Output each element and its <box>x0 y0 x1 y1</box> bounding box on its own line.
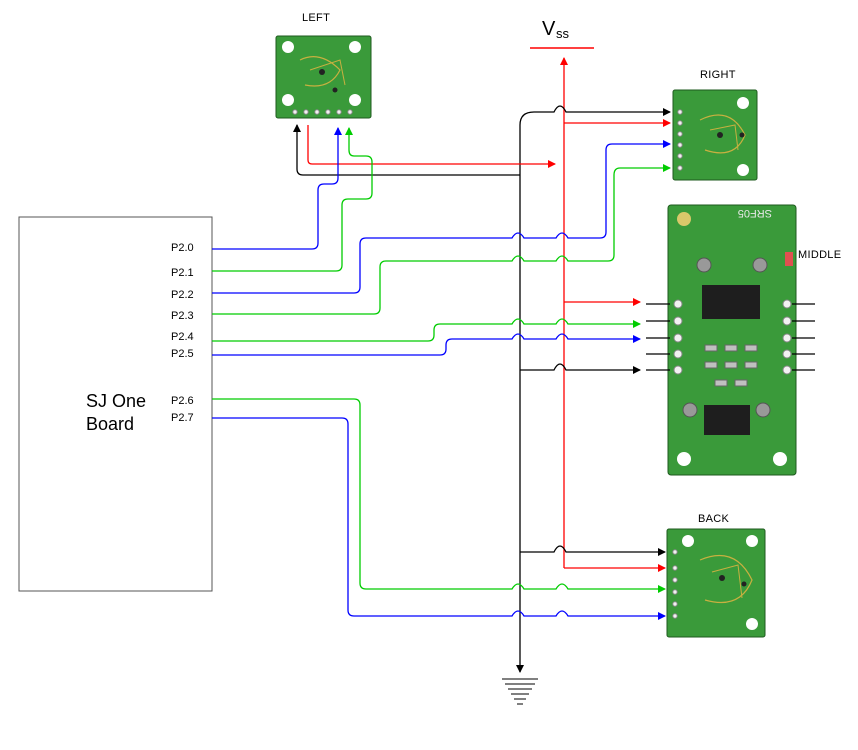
ground-symbol <box>502 678 538 705</box>
back-sensor: BACK <box>666 513 766 638</box>
middle-ground-wire <box>520 363 641 374</box>
middle-sensor: MIDDLE SRF05 <box>646 204 841 476</box>
sj-one-board: SJ One Board P2.0 P2.1 P2.2 P2.3 P2.4 P2… <box>18 216 213 592</box>
pin-label-p2-4: P2.4 <box>171 331 194 343</box>
pin-label-p2-1: P2.1 <box>171 267 194 279</box>
right-sensor-label: RIGHT <box>700 69 736 81</box>
right-trigger-wire <box>212 140 671 294</box>
left-sensor-label: LEFT <box>302 12 330 24</box>
middle-echo-wire <box>212 318 641 342</box>
pin-label-p2-5: P2.5 <box>171 348 194 360</box>
back-trigger-wire <box>212 417 666 620</box>
left-echo-wire <box>212 127 373 272</box>
left-trigger-wire <box>212 127 342 250</box>
back-echo-wire <box>212 398 666 593</box>
pin-label-p2-7: P2.7 <box>171 412 194 424</box>
vss-symbol: V ss <box>530 18 594 49</box>
pin-label-p2-0: P2.0 <box>171 242 194 254</box>
left-power-wire <box>307 125 556 168</box>
right-echo-wire <box>212 164 671 315</box>
pin-label-p2-2: P2.2 <box>171 289 194 301</box>
left-sensor: LEFT <box>275 12 372 119</box>
left-ground-wire <box>293 124 520 176</box>
board-label-line2: Board <box>86 414 134 434</box>
pin-label-p2-6: P2.6 <box>171 395 194 407</box>
vss-label: V <box>542 18 556 40</box>
vss-label-sub: ss <box>556 26 570 41</box>
back-sensor-label: BACK <box>698 513 730 525</box>
board-label-line1: SJ One <box>86 391 146 411</box>
pin-label-p2-3: P2.3 <box>171 310 194 322</box>
middle-sensor-label: MIDDLE <box>798 249 841 261</box>
middle-trigger-wire <box>212 333 641 356</box>
srf05-silkscreen: SRF05 <box>738 207 772 219</box>
back-ground-wire <box>520 545 666 556</box>
right-sensor: RIGHT <box>672 69 758 181</box>
wires <box>212 57 671 673</box>
right-ground-wire <box>519 105 671 126</box>
